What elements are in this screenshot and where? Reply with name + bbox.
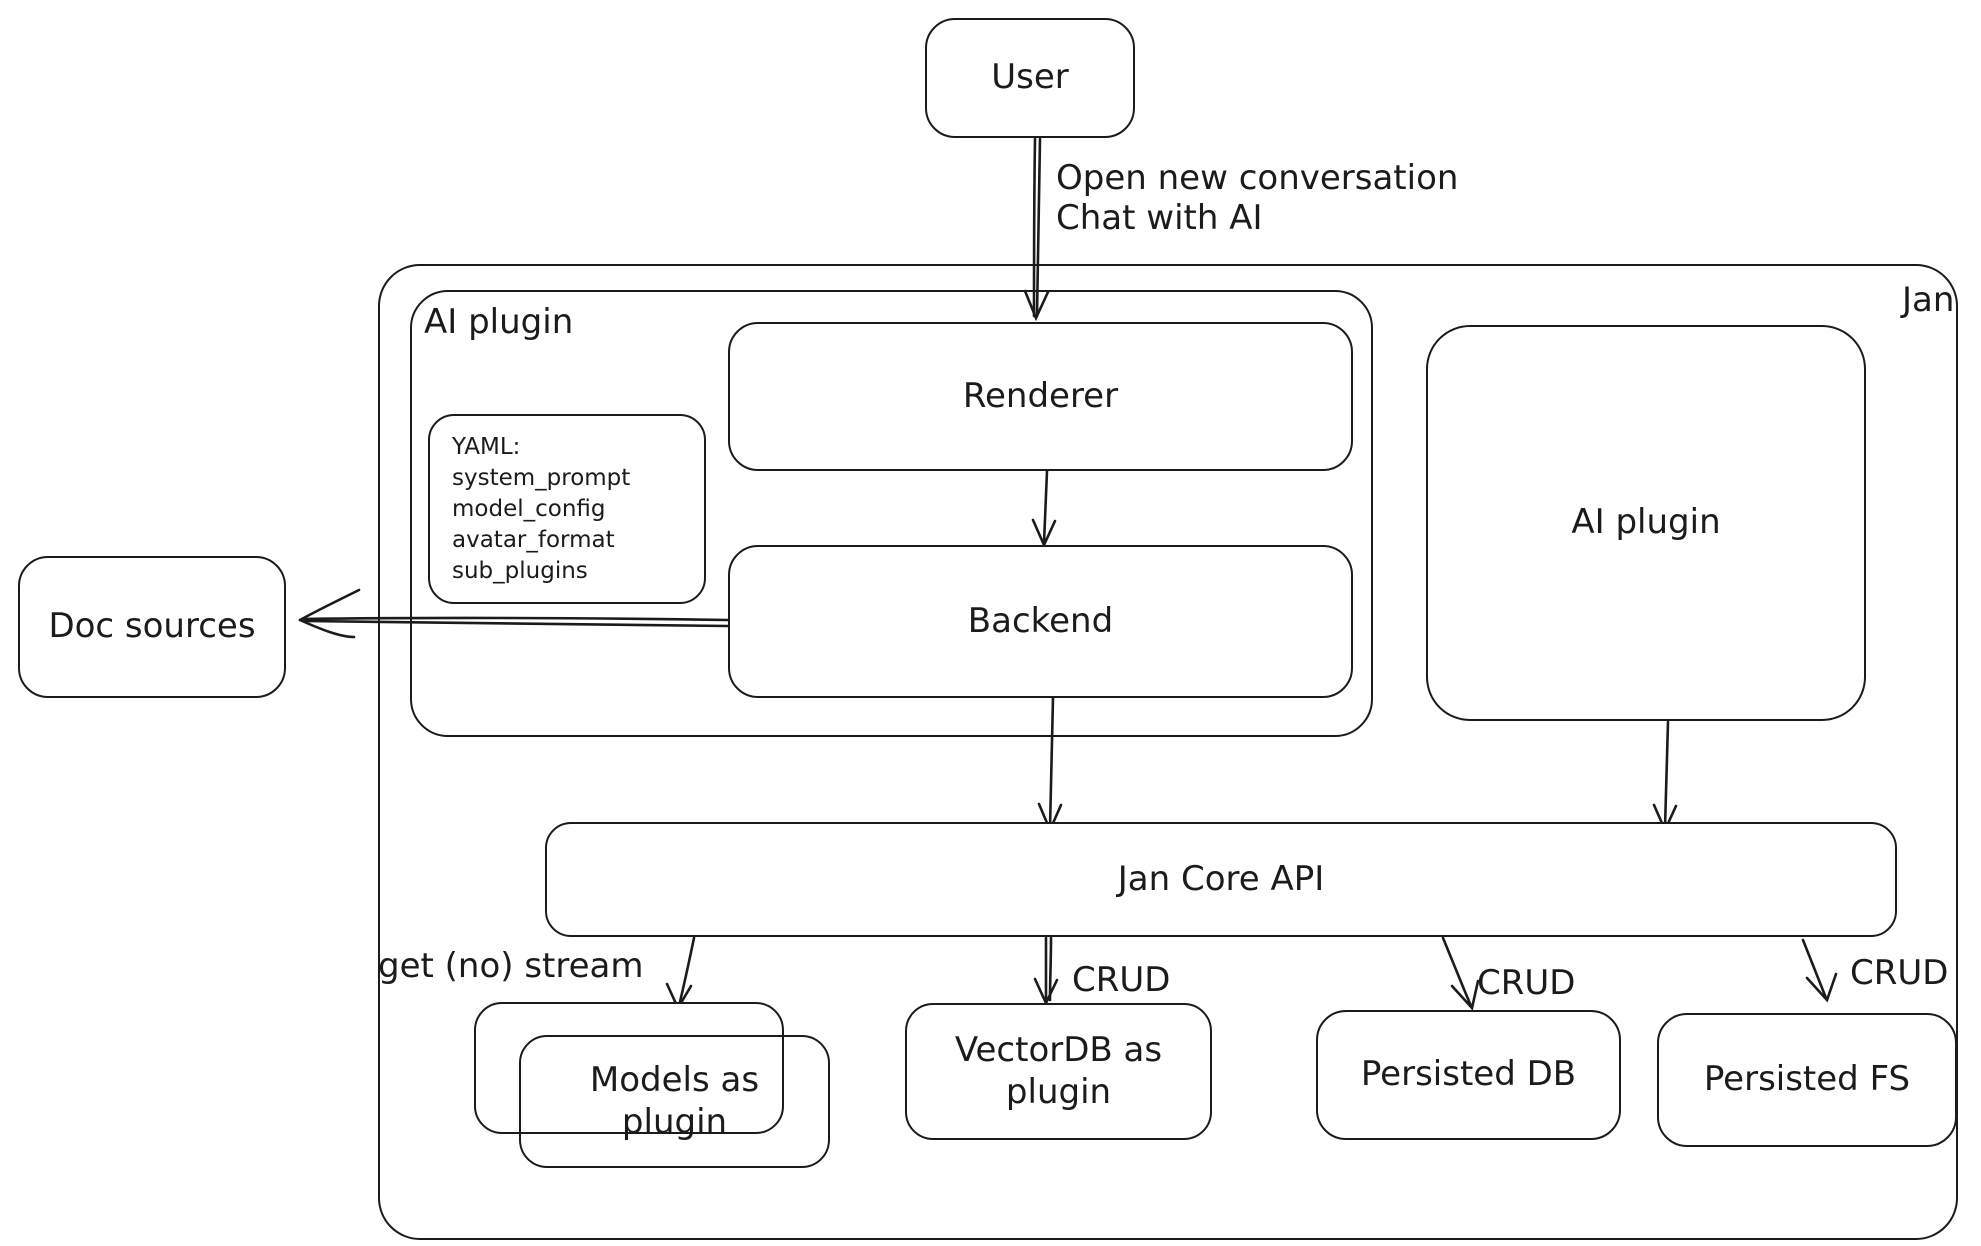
yaml-note-line: model_config xyxy=(452,496,606,522)
models-as-plugin-label-line2: plugin xyxy=(621,1101,728,1142)
jan-core-api-label: Jan Core API xyxy=(1117,858,1325,899)
persisted-fs-box: Persisted FS xyxy=(1657,1013,1957,1147)
backend-box-label: Backend xyxy=(967,600,1114,641)
yaml-note-line: YAML: xyxy=(452,434,521,460)
jan-core-api-box: Jan Core API xyxy=(545,822,1897,937)
edge-label-crud-vectordb: CRUD xyxy=(1072,960,1171,1000)
doc-sources-box-label: Doc sources xyxy=(48,606,256,647)
vectordb-label-line1: VectorDB as xyxy=(954,1030,1163,1071)
edge-label-user-flow-line1: Open new conversation xyxy=(1056,158,1459,198)
edge-label-get-no-stream: get (no) stream xyxy=(378,946,644,986)
jan-container-label: Jan xyxy=(1902,280,1955,320)
renderer-box-label: Renderer xyxy=(962,375,1119,416)
yaml-note-line: avatar_format xyxy=(452,527,615,553)
vectordb-label-line2: plugin xyxy=(1005,1071,1112,1112)
ai-plugin-left-label: AI plugin xyxy=(424,302,574,342)
yaml-note-line: system_prompt xyxy=(452,465,631,491)
user-box-label: User xyxy=(991,57,1069,98)
edge-label-crud-persisted-db: CRUD xyxy=(1477,963,1576,1003)
backend-box: Backend xyxy=(728,545,1353,698)
persisted-db-box: Persisted DB xyxy=(1316,1010,1621,1140)
ai-plugin-right-label: AI plugin xyxy=(1571,502,1721,543)
persisted-db-label: Persisted DB xyxy=(1360,1054,1577,1095)
persisted-fs-label: Persisted FS xyxy=(1703,1059,1911,1100)
yaml-note-box: YAML: system_prompt model_config avatar_… xyxy=(428,414,706,604)
renderer-box: Renderer xyxy=(728,322,1353,471)
vectordb-as-plugin-box: VectorDB as plugin xyxy=(905,1003,1212,1140)
jan-container xyxy=(378,264,1958,1240)
user-box: User xyxy=(925,18,1135,138)
doc-sources-box: Doc sources xyxy=(18,556,286,698)
models-outer-box xyxy=(474,1002,784,1134)
edge-label-user-flow: Open new conversation Chat with AI xyxy=(1056,158,1458,238)
ai-plugin-left-container xyxy=(410,290,1373,737)
models-as-plugin-label-line1: Models as xyxy=(589,1060,760,1101)
models-as-plugin-box: Models as plugin xyxy=(519,1035,830,1168)
edge-label-user-flow-line2: Chat with AI xyxy=(1056,198,1263,238)
edge-label-crud-persisted-fs: CRUD xyxy=(1850,953,1949,993)
yaml-note-line: sub_plugins xyxy=(452,558,588,584)
ai-plugin-right-box: AI plugin xyxy=(1426,325,1866,721)
